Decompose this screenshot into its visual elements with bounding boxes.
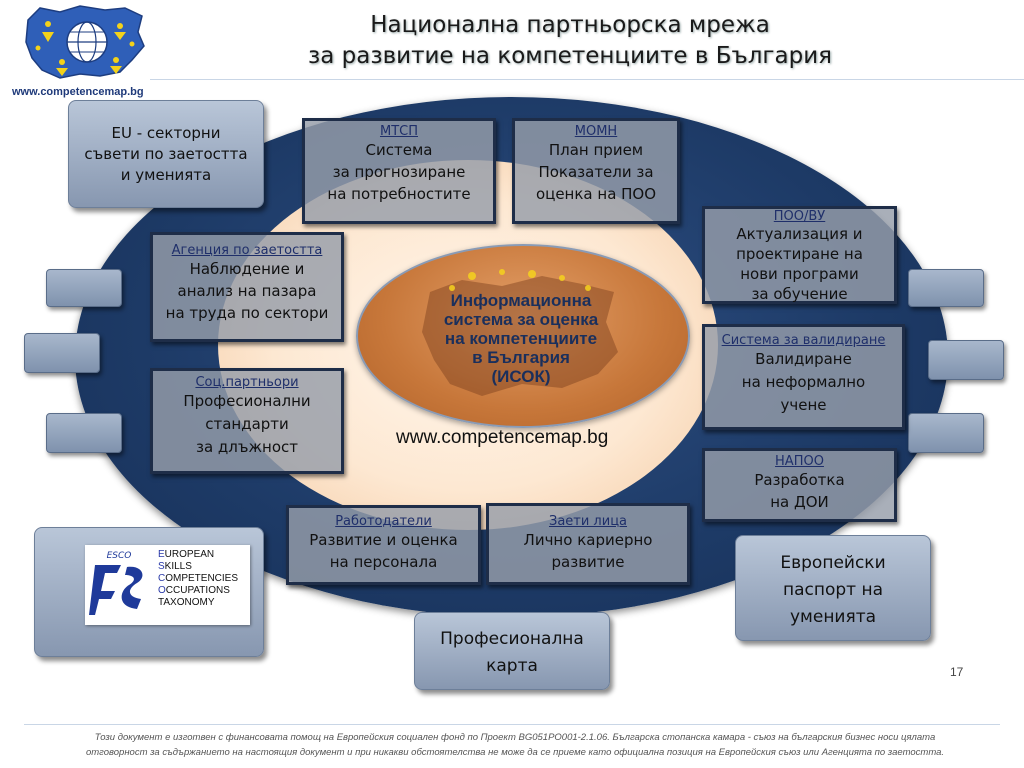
social-line-2: стандарти bbox=[205, 415, 289, 433]
employers-heading: Работодатели bbox=[335, 514, 432, 529]
validation-line-3: учене bbox=[780, 396, 827, 414]
page-number: 17 bbox=[950, 665, 964, 679]
mtsp-line-2: за прогнозиране bbox=[332, 163, 466, 181]
employers-line-1: Развитие и оценка bbox=[309, 531, 458, 549]
napoo-box: НАПОО Разработка на ДОИ bbox=[702, 448, 897, 522]
right-tab-3 bbox=[908, 413, 984, 453]
mtsp-line-1: Система bbox=[365, 141, 433, 159]
esco-word: KILLS bbox=[164, 561, 192, 572]
footer-disclaimer: Този документ е изготвен с финансовата п… bbox=[30, 730, 1000, 760]
esco-initial: C bbox=[158, 573, 166, 584]
center-title-line-2: система за оценка bbox=[443, 310, 599, 329]
momn-heading: МОМН bbox=[574, 124, 618, 139]
center-title-line-4: в България bbox=[472, 348, 570, 367]
agency-line-1: Наблюдение и bbox=[189, 260, 305, 278]
esco-row-1: EUROPEAN bbox=[158, 549, 238, 561]
validation-line-2: на неформално bbox=[741, 373, 866, 391]
footer-line-1: Този документ е изготвен с финансовата п… bbox=[94, 732, 936, 743]
mtsp-heading: МТСП bbox=[379, 124, 418, 139]
napoo-line-2: на ДОИ bbox=[770, 493, 829, 511]
website-link[interactable]: www.competencemap.bg bbox=[12, 86, 144, 98]
esco-word: CCUPATIONS bbox=[165, 585, 230, 596]
napoo-heading: НАПОО bbox=[775, 454, 824, 469]
validation-line-1: Валидиране bbox=[755, 350, 852, 368]
footer-line-2: отговорност за съдържанието на настоящия… bbox=[85, 747, 945, 758]
esco-logo-card: ESCO bbox=[85, 545, 250, 625]
momn-line-3: оценка на ПОО bbox=[535, 185, 657, 203]
central-system-oval bbox=[356, 244, 690, 428]
momn-box: МОМН План прием Показатели за оценка на … bbox=[512, 118, 680, 224]
center-title-line-1: Информационна bbox=[450, 291, 592, 310]
agency-heading: Агенция по заетостта bbox=[171, 243, 323, 258]
eu-box-line-2: съвети по заетостта bbox=[84, 145, 248, 163]
bulgaria-map-silhouette bbox=[422, 269, 618, 396]
napoo-line-1: Разработка bbox=[754, 471, 845, 489]
eu-box-line-1: EU - секторни bbox=[111, 124, 221, 142]
footer-divider bbox=[24, 724, 1000, 725]
right-tab-1 bbox=[908, 269, 984, 307]
europass-line-1: Европейски bbox=[780, 553, 886, 573]
title-line-1: Национална партньорска мрежа bbox=[370, 12, 770, 38]
agency-line-3: на труда по сектори bbox=[165, 304, 329, 322]
left-tab-3 bbox=[46, 413, 122, 453]
esco-row-4: OCCUPATIONS bbox=[158, 585, 238, 597]
poo-vu-line-4: за обучение bbox=[751, 285, 848, 303]
esco-word: OMPETENCIES bbox=[165, 573, 239, 584]
esco-word: UROPEAN bbox=[164, 549, 215, 560]
prof-card-line-1: Професионална bbox=[440, 629, 584, 649]
social-line-3: за длъжност bbox=[196, 438, 298, 456]
right-tab-2 bbox=[928, 340, 1004, 380]
header-divider bbox=[150, 79, 1024, 80]
bulgaria-map-logo bbox=[25, 5, 145, 79]
esco-row-5: TAXONOMY bbox=[158, 597, 238, 609]
employers-line-2: на персонала bbox=[329, 553, 438, 571]
central-system-title: Информационна система за оценка на компе… bbox=[390, 291, 652, 386]
poo-vu-box: ПОО/ВУ Актуализация и проектиране на нов… bbox=[702, 206, 897, 304]
esco-initial: S bbox=[158, 561, 165, 572]
poo-vu-line-1: Актуализация и bbox=[736, 225, 863, 243]
center-website-url[interactable]: www.competencemap.bg bbox=[396, 427, 609, 448]
social-line-1: Професионални bbox=[183, 392, 311, 410]
center-title-line-5: (ИСОК) bbox=[491, 367, 551, 386]
employed-heading: Заети лица bbox=[548, 514, 628, 529]
employed-line-1: Лично кариерно bbox=[523, 531, 653, 549]
momn-line-2: Показатели за bbox=[538, 163, 654, 181]
validation-heading: Система за валидиране bbox=[721, 333, 886, 348]
employed-persons-box: Заети лица Лично кариерно развитие bbox=[486, 503, 690, 585]
mtsp-box: МТСП Система за прогнозиране на потребно… bbox=[302, 118, 496, 224]
eu-box-line-3: и уменията bbox=[120, 166, 212, 184]
esco-row-3: COMPETENCIES bbox=[158, 573, 238, 585]
esco-acronym-list: EUROPEAN SKILLS COMPETENCIES OCCUPATIONS… bbox=[158, 549, 238, 609]
esco-word: TAXONOMY bbox=[158, 597, 215, 608]
professional-card-box: Професионална карта bbox=[414, 612, 610, 690]
esco-initial: E bbox=[158, 549, 165, 560]
poo-vu-heading: ПОО/ВУ bbox=[773, 209, 826, 224]
eu-sector-councils-box: EU - секторни съвети по заетостта и умен… bbox=[68, 100, 264, 208]
europass-line-3: уменията bbox=[789, 607, 877, 627]
employment-agency-box: Агенция по заетостта Наблюдение и анализ… bbox=[150, 232, 344, 342]
esco-logo-icon: ESCO bbox=[87, 547, 151, 623]
esco-logo-text: ESCO bbox=[107, 551, 132, 561]
europass-skills-box: Европейски паспорт на уменията bbox=[735, 535, 931, 641]
title-line-2: за развитие на компетенциите в България bbox=[308, 43, 832, 69]
prof-card-line-2: карта bbox=[486, 656, 538, 676]
momn-line-1: План прием bbox=[548, 141, 644, 159]
mtsp-line-3: на потребностите bbox=[327, 185, 471, 203]
social-partners-box: Соц.партньори Професионални стандарти за… bbox=[150, 368, 344, 474]
center-title-line-3: на компетенциите bbox=[444, 329, 598, 348]
employers-box: Работодатели Развитие и оценка на персон… bbox=[286, 505, 481, 585]
agency-line-2: анализ на пазара bbox=[177, 282, 317, 300]
employed-line-2: развитие bbox=[551, 553, 625, 571]
social-heading: Соц.партньори bbox=[195, 375, 299, 390]
left-tab-1 bbox=[46, 269, 122, 307]
validation-system-box: Система за валидиране Валидиране на нефо… bbox=[702, 324, 905, 430]
esco-row-2: SKILLS bbox=[158, 561, 238, 573]
europass-line-2: паспорт на bbox=[782, 580, 884, 600]
left-tab-2 bbox=[24, 333, 100, 373]
poo-vu-line-3: нови програми bbox=[740, 265, 859, 283]
esco-initial: O bbox=[158, 585, 166, 596]
page-title: Национална партньорска мрежа за развитие… bbox=[250, 10, 890, 72]
poo-vu-line-2: проектиране на bbox=[736, 245, 863, 263]
